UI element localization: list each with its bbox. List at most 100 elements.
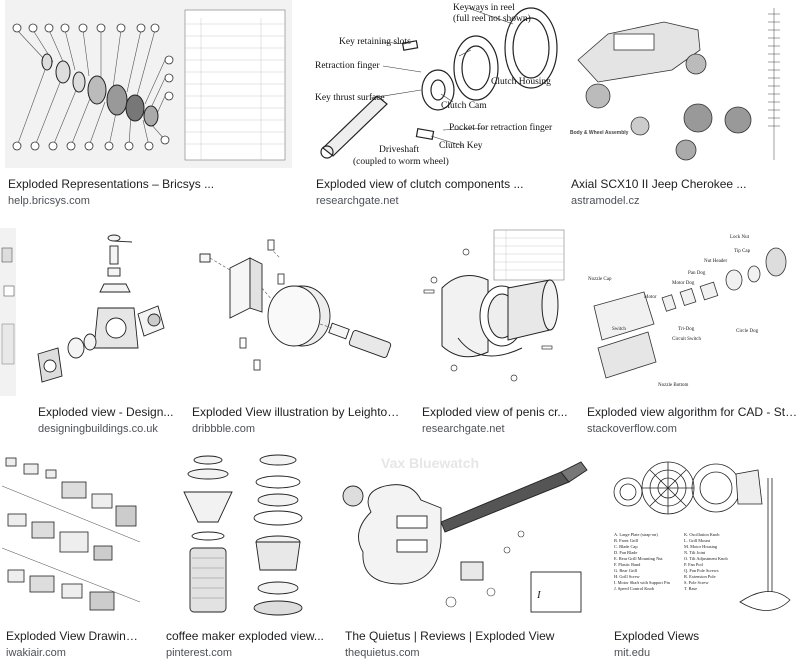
result-title[interactable]: Exploded Views — [614, 629, 700, 643]
result-thumbnail[interactable] — [418, 228, 568, 396]
svg-text:Pocket for retraction finger: Pocket for retraction finger — [449, 122, 553, 133]
svg-text:Lock Nut: Lock Nut — [730, 235, 750, 240]
pump-drawing — [0, 452, 144, 620]
result-thumbnail[interactable] — [0, 452, 144, 620]
svg-text:Clutch Key: Clutch Key — [439, 141, 483, 151]
result-tile-8[interactable]: Exploded View Drawings... iwakiair.com — [0, 452, 144, 664]
svg-text:Q. Fan Pole Screws: Q. Fan Pole Screws — [684, 568, 719, 573]
svg-text:M. Motor Housing: M. Motor Housing — [684, 544, 718, 549]
result-title[interactable]: Exploded view of clutch components ... — [316, 177, 524, 191]
result-tile-10[interactable]: Vax Bluewatch I The Quietus | Reviews | … — [341, 452, 595, 664]
svg-text:Retraction finger: Retraction finger — [315, 60, 380, 71]
svg-text:N. Tilt Joint: N. Tilt Joint — [684, 550, 706, 555]
valve-drawing — [34, 228, 174, 396]
bracket-drawing — [190, 228, 402, 396]
svg-text:Nozzle Cap: Nozzle Cap — [588, 277, 612, 282]
result-title[interactable]: Exploded view - Design... — [38, 405, 174, 419]
result-source[interactable]: help.bricsys.com — [8, 195, 90, 207]
svg-text:Key thrust surface: Key thrust surface — [315, 92, 385, 103]
jeep-parts-drawing: Body & Wheel Assembly — [568, 0, 800, 168]
result-title[interactable]: Exploded View Drawings... — [6, 629, 144, 643]
svg-text:J. Speed Control Knob: J. Speed Control Knob — [614, 586, 655, 591]
svg-text:Clutch Cam: Clutch Cam — [441, 101, 487, 111]
svg-text:Tip Cap: Tip Cap — [734, 249, 751, 254]
svg-text:Pan Dog: Pan Dog — [688, 271, 706, 276]
svg-text:T. Base: T. Base — [684, 586, 697, 591]
svg-text:S. Pole Screw: S. Pole Screw — [684, 580, 709, 585]
result-title[interactable]: The Quietus | Reviews | Exploded View — [345, 629, 555, 643]
svg-text:O. Tilt Adjustment Knob: O. Tilt Adjustment Knob — [684, 556, 728, 561]
result-title[interactable]: Exploded View illustration by Leighton..… — [192, 405, 402, 419]
result-source[interactable]: stackoverflow.com — [587, 423, 677, 435]
clutch-components-drawing: Keyways in reel (full reel not shown) Ke… — [313, 0, 561, 168]
svg-text:Clutch Housing: Clutch Housing — [491, 77, 551, 87]
result-thumbnail[interactable] — [5, 0, 292, 168]
svg-text:Circle Dog: Circle Dog — [736, 329, 759, 334]
result-source[interactable]: researchgate.net — [422, 423, 505, 435]
result-thumbnail[interactable] — [34, 228, 174, 396]
result-source[interactable]: designingbuildings.co.uk — [38, 423, 158, 435]
result-thumbnail[interactable]: Body & Wheel Assembly — [568, 0, 800, 168]
svg-text:I. Motor Shaft with Support Pi: I. Motor Shaft with Support Pin — [614, 580, 671, 585]
result-thumbnail[interactable] — [190, 228, 402, 396]
result-thumbnail[interactable] — [0, 228, 16, 396]
svg-text:I: I — [536, 589, 542, 601]
result-tile-2[interactable]: Keyways in reel (full reel not shown) Ke… — [313, 0, 561, 212]
result-tile-7[interactable]: Lock Nut Tip Cap Nut Header Pan Dog Moto… — [584, 228, 800, 440]
svg-text:(coupled to worm wheel): (coupled to worm wheel) — [353, 156, 449, 167]
result-tile-3[interactable]: Body & Wheel Assembly Axial SCX10 II Jee… — [568, 0, 800, 212]
result-title[interactable]: Axial SCX10 II Jeep Cherokee ... — [571, 177, 747, 191]
svg-text:Keyways in reel: Keyways in reel — [453, 3, 515, 13]
result-tile-9[interactable]: coffee maker exploded view... pinterest.… — [162, 452, 324, 664]
result-tile-4[interactable]: Exploded view - Design... designingbuild… — [34, 228, 174, 440]
svg-text:Switch: Switch — [612, 327, 626, 332]
svg-text:H. Grill Screw: H. Grill Screw — [614, 574, 641, 579]
svg-text:Motor Dog: Motor Dog — [672, 281, 695, 286]
result-title[interactable]: Exploded view algorithm for CAD - Stack … — [587, 405, 800, 419]
svg-text:Nut Header: Nut Header — [704, 259, 728, 264]
result-source[interactable]: dribbble.com — [192, 423, 255, 435]
result-source[interactable]: researchgate.net — [316, 195, 399, 207]
result-title[interactable]: Exploded Representations – Bricsys ... — [8, 177, 215, 191]
result-tile-partial[interactable] — [0, 228, 16, 396]
result-thumbnail[interactable]: Lock Nut Tip Cap Nut Header Pan Dog Moto… — [584, 228, 800, 396]
fan-drawing: A. Large Plate (strap-on) B. Front Grill… — [610, 452, 794, 620]
svg-text:Tri-Dog: Tri-Dog — [678, 327, 695, 332]
partial-drawing — [0, 228, 16, 396]
result-tile-5[interactable]: Exploded View illustration by Leighton..… — [190, 228, 402, 440]
exploded-assembly-drawing — [5, 0, 292, 168]
result-source[interactable]: mit.edu — [614, 647, 651, 659]
result-thumbnail[interactable]: Keyways in reel (full reel not shown) Ke… — [313, 0, 561, 168]
svg-text:R. Extension Pole: R. Extension Pole — [684, 574, 716, 579]
result-title[interactable]: Exploded view of penis cr... — [422, 405, 568, 419]
svg-text:Circuit Switch: Circuit Switch — [672, 337, 702, 342]
svg-text:Driveshaft: Driveshaft — [379, 144, 419, 155]
svg-text:D. Fan Blade: D. Fan Blade — [614, 550, 637, 555]
result-thumbnail[interactable] — [162, 452, 324, 620]
svg-text:Nozzle Bottom: Nozzle Bottom — [658, 383, 689, 388]
result-thumbnail[interactable]: Vax Bluewatch I — [341, 452, 595, 620]
result-source[interactable]: iwakiair.com — [6, 647, 66, 659]
svg-text:(full reel not shown): (full reel not shown) — [453, 13, 531, 24]
result-tile-1[interactable]: Exploded Representations – Bricsys ... h… — [0, 0, 296, 212]
guitar-drawing: Vax Bluewatch I — [341, 452, 595, 620]
svg-text:Key retaining slots: Key retaining slots — [339, 37, 411, 47]
result-tile-6[interactable]: Exploded view of penis cr... researchgat… — [418, 228, 568, 440]
svg-text:Body & Wheel Assembly: Body & Wheel Assembly — [570, 130, 629, 136]
result-title[interactable]: coffee maker exploded view... — [166, 629, 324, 643]
svg-text:F. Plastic Band: F. Plastic Band — [614, 562, 641, 567]
result-tile-11[interactable]: A. Large Plate (strap-on) B. Front Grill… — [610, 452, 800, 664]
result-thumbnail[interactable]: A. Large Plate (strap-on) B. Front Grill… — [610, 452, 794, 620]
svg-text:C. Blade Cap: C. Blade Cap — [614, 544, 638, 549]
fan-parts-legend: A. Large Plate (strap-on) B. Front Grill… — [614, 532, 728, 591]
svg-text:E. Rear Grill Mounting Nut: E. Rear Grill Mounting Nut — [614, 556, 663, 561]
result-source[interactable]: astramodel.cz — [571, 195, 640, 207]
cad-drawing: Lock Nut Tip Cap Nut Header Pan Dog Moto… — [584, 228, 800, 396]
svg-text:B. Front Grill: B. Front Grill — [614, 538, 639, 543]
result-source[interactable]: thequietus.com — [345, 647, 420, 659]
svg-text:P. Fan Pod: P. Fan Pod — [684, 562, 703, 567]
coffee-maker-drawing — [162, 452, 324, 620]
svg-text:L. Grill Mount: L. Grill Mount — [684, 538, 711, 543]
result-source[interactable]: pinterest.com — [166, 647, 233, 659]
svg-text:K. Oscillation Knob: K. Oscillation Knob — [684, 532, 720, 537]
